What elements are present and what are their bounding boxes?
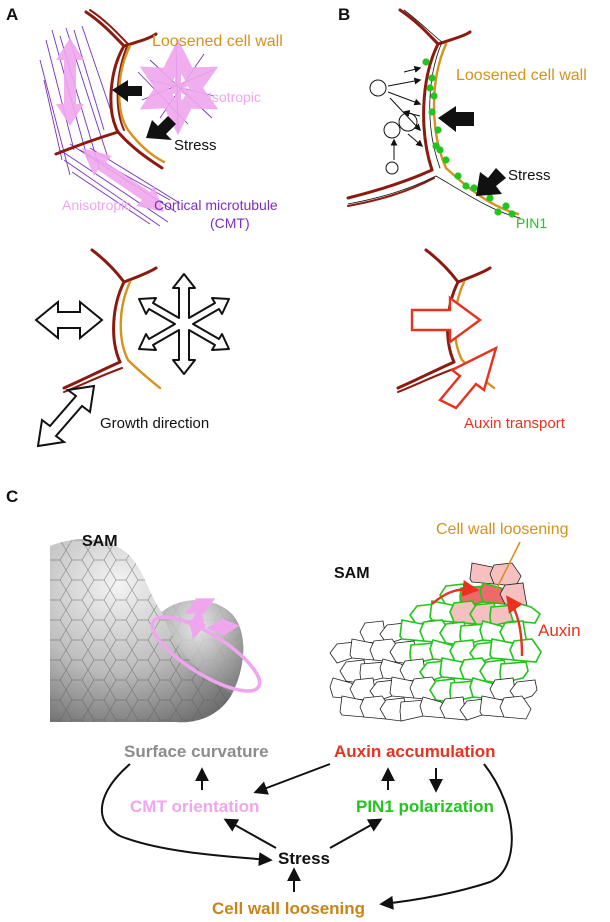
pin1-dot bbox=[462, 182, 470, 190]
cell-wall-a bbox=[54, 9, 166, 170]
label-stress-a: Stress bbox=[174, 137, 217, 154]
pin1-dot bbox=[508, 210, 516, 218]
panel-letter-b: B bbox=[338, 5, 350, 24]
auxin-transport-arrow-right bbox=[410, 295, 483, 345]
pin1-dot bbox=[470, 184, 478, 192]
pin1-dot bbox=[430, 92, 438, 100]
label-loosened-wall-a: Loosened cell wall bbox=[152, 33, 283, 50]
stress-arrow-b-diag bbox=[476, 168, 506, 196]
pin1-dot bbox=[428, 74, 436, 82]
label-loosened-wall-b: Loosened cell wall bbox=[456, 67, 587, 84]
pin1-dot bbox=[494, 208, 502, 216]
pin1-dot bbox=[502, 202, 510, 210]
mesh-cell bbox=[509, 638, 542, 663]
cell-wall-a2 bbox=[62, 248, 162, 393]
panel-b-top: Loosened cell wall Stress PIN1 bbox=[346, 8, 587, 231]
flow-arrows bbox=[101, 763, 513, 910]
isotropic-asterisk bbox=[139, 38, 219, 136]
mesh-cell bbox=[499, 661, 529, 684]
anisotropic-arrows bbox=[56, 38, 164, 212]
label-cmt-line2: (CMT) bbox=[210, 215, 250, 231]
pin1-dot bbox=[436, 146, 444, 154]
pin1-dot bbox=[428, 108, 436, 116]
label-growth-direction: Growth direction bbox=[100, 415, 209, 432]
panel-letter-a: A bbox=[6, 5, 18, 24]
panel-b-bottom: Auxin transport bbox=[396, 248, 566, 432]
label-auxin-transport: Auxin transport bbox=[464, 415, 566, 432]
stress-arrow-left bbox=[112, 80, 142, 102]
mesh-cell bbox=[499, 695, 532, 720]
label-sam-right: SAM bbox=[334, 565, 370, 582]
panel-letter-c: C bbox=[6, 487, 18, 506]
pin1-dot bbox=[422, 58, 430, 66]
label-cmt-line1: Cortical microtubule bbox=[154, 197, 278, 213]
mesh-cell bbox=[489, 562, 522, 587]
label-stress-b: Stress bbox=[508, 167, 551, 184]
growth-star bbox=[138, 273, 230, 375]
pink-orbit-ellipse bbox=[150, 615, 262, 693]
auxin-arrow-curve-right bbox=[506, 595, 524, 657]
trafficking-arrows bbox=[387, 65, 424, 160]
node-pin1-polarization: PIN1 polarization bbox=[356, 797, 494, 816]
wall-loosening-pointer bbox=[495, 541, 521, 591]
pin1-dot bbox=[454, 172, 462, 180]
label-isotropic: Isotropic bbox=[208, 89, 261, 105]
stress-arrow-b-left bbox=[438, 106, 474, 132]
feedback-loop: Surface curvature Auxin accumulation CMT… bbox=[101, 742, 513, 918]
mesh-cells bbox=[329, 562, 542, 722]
node-surface-curvature: Surface curvature bbox=[124, 742, 269, 761]
label-cell-wall-loosening-top: Cell wall loosening bbox=[436, 521, 569, 538]
pin1-dot bbox=[486, 194, 494, 202]
sam-cell-mesh: SAM Cell wall loosening Auxin bbox=[329, 521, 581, 722]
vesicles bbox=[369, 79, 418, 175]
node-cmt-orientation: CMT orientation bbox=[130, 797, 259, 816]
pin1-dots bbox=[422, 58, 516, 218]
sam-gray-illustration: SAM bbox=[50, 533, 262, 723]
label-pin1: PIN1 bbox=[516, 215, 547, 231]
node-auxin-accumulation: Auxin accumulation bbox=[334, 742, 496, 761]
node-cell-wall-loosening: Cell wall loosening bbox=[212, 899, 365, 918]
growth-double-arrow-horizontal bbox=[34, 299, 104, 341]
mesh-cell bbox=[509, 679, 538, 702]
panel-a-bottom: Growth direction bbox=[34, 248, 230, 448]
panel-a-top: Loosened cell wall Isotropic Stress Anis… bbox=[39, 9, 283, 231]
node-stress: Stress bbox=[278, 849, 330, 868]
label-anisotropic: Anisotropic bbox=[62, 197, 131, 213]
growth-double-arrow-diagonal bbox=[36, 384, 96, 448]
pin1-dot bbox=[426, 84, 434, 92]
auxin-transport-arrow-diag bbox=[438, 345, 498, 410]
stress-arrow-diag bbox=[146, 116, 176, 140]
label-sam-left: SAM bbox=[82, 533, 118, 550]
label-auxin: Auxin bbox=[538, 621, 581, 640]
auxin-arrow-curve-top bbox=[431, 580, 480, 605]
pin1-dot bbox=[442, 156, 450, 164]
pink-small-arrows bbox=[184, 597, 240, 640]
pin1-dot bbox=[434, 126, 442, 134]
